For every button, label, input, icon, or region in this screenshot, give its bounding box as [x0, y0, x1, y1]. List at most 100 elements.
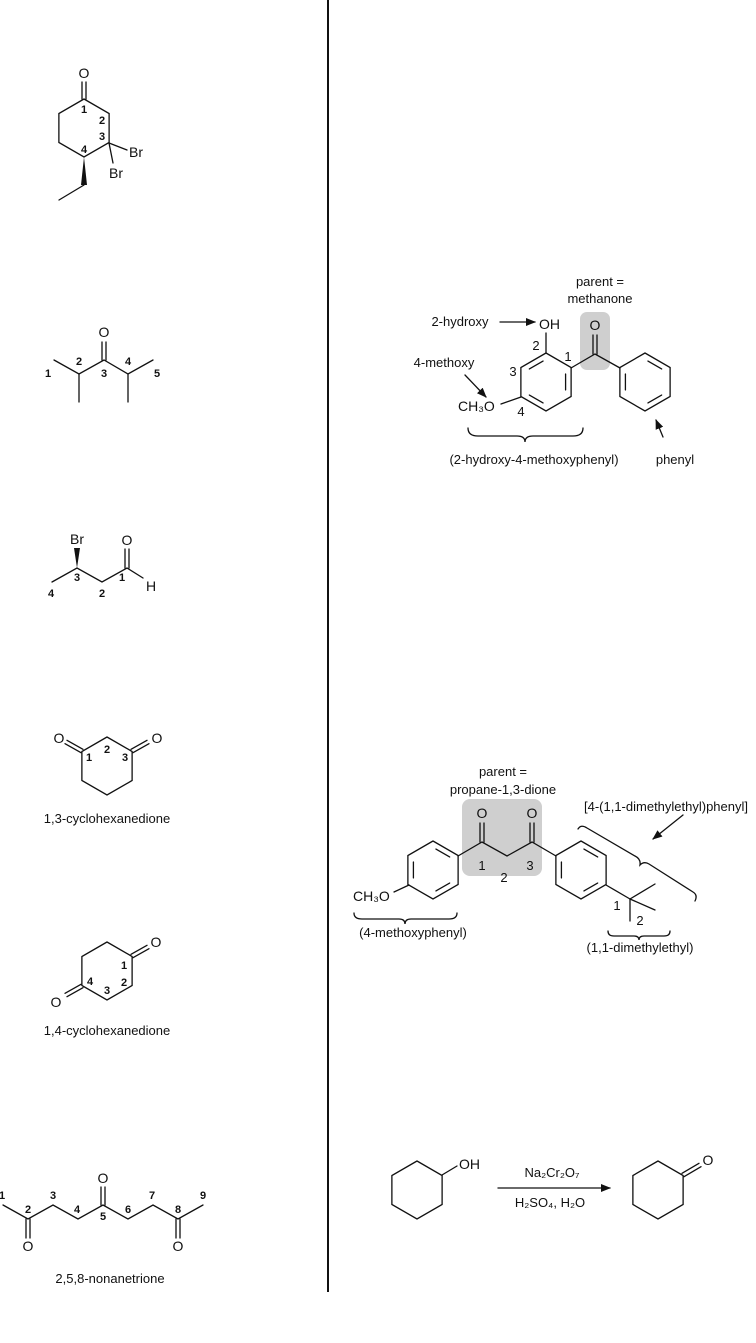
- atom-o: O: [527, 805, 538, 821]
- bond: [393, 884, 410, 893]
- bond: [2, 1204, 204, 1220]
- atom-o: O: [51, 994, 62, 1010]
- locant: 1: [478, 858, 485, 873]
- locant: 4: [48, 588, 55, 600]
- locant: 1: [564, 349, 571, 364]
- locant: 2: [76, 356, 82, 368]
- atom-o: O: [99, 324, 110, 340]
- locant: 5: [100, 1211, 106, 1223]
- parent-label: parent =: [576, 274, 624, 289]
- double-bond: [66, 987, 84, 998]
- aromatic-bond: [528, 394, 544, 404]
- methanone-highlight: [580, 312, 610, 370]
- atom-h: H: [146, 578, 156, 594]
- bond: [500, 396, 522, 405]
- locant: 4: [517, 404, 524, 419]
- atom-o: O: [79, 65, 90, 81]
- locant: 3: [50, 1190, 56, 1202]
- ring: [81, 941, 133, 1001]
- double-bond: [64, 743, 82, 754]
- locant: 2: [121, 977, 127, 989]
- reagent-bottom: H₂SO₄, H₂O: [515, 1195, 585, 1210]
- atom-br: Br: [70, 531, 84, 547]
- aromatic-bond: [583, 882, 599, 892]
- locant: 3: [101, 368, 107, 380]
- double-bond: [681, 1162, 700, 1174]
- arrow: [652, 814, 684, 840]
- locant: 3: [122, 752, 128, 764]
- atom-o: O: [151, 934, 162, 950]
- locant: 2: [99, 588, 105, 600]
- atom-o: O: [98, 1170, 109, 1186]
- bond: [457, 841, 557, 857]
- bond: [108, 142, 128, 151]
- locant: 1: [119, 572, 125, 584]
- aromatic-bond: [647, 360, 663, 370]
- double-bond: [66, 739, 84, 750]
- atom-o: O: [152, 730, 163, 746]
- arrow: [655, 419, 664, 438]
- locant: 8: [175, 1204, 181, 1216]
- methoxy-label: 4-methoxy: [414, 355, 475, 370]
- aromatic-bond: [435, 848, 451, 858]
- locant: 3: [509, 364, 516, 379]
- double-bond: [64, 983, 82, 994]
- ring: [391, 1160, 443, 1220]
- atom-oh: OH: [459, 1156, 480, 1172]
- locant: 1: [86, 752, 92, 764]
- molecule-nonanetrione: O O O 1 2 3 4 5 6 7 8 9 2,5,8-nonanetrio…: [0, 1170, 206, 1286]
- bond: [605, 884, 631, 900]
- atom-o: O: [54, 730, 65, 746]
- aromatic-bond: [435, 882, 451, 892]
- hydroxy-label: 2-hydroxy: [431, 314, 489, 329]
- locant: 9: [200, 1190, 206, 1202]
- wedge-bond: [74, 548, 80, 568]
- wedge-bond: [81, 157, 87, 185]
- atom-o: O: [122, 532, 133, 548]
- bond: [441, 1165, 458, 1176]
- oxidation-reaction: OH Na₂Cr₂O₇ H₂SO₄, H₂O O: [459, 1152, 714, 1210]
- locant: 5: [154, 368, 160, 380]
- phenyl-label: phenyl: [656, 452, 694, 467]
- locant: 1: [45, 368, 51, 380]
- aromatic-bond: [647, 394, 663, 404]
- locant: 2: [532, 338, 539, 353]
- locant: 3: [526, 858, 533, 873]
- double-bond: [130, 739, 148, 750]
- bond: [629, 898, 656, 911]
- locant: 2: [104, 744, 110, 756]
- molecule-bromobutanal: Br O H 1 2 3 4: [48, 531, 156, 600]
- atom-ch3o: CH₃O: [458, 398, 495, 414]
- locant: 2: [99, 115, 105, 127]
- locant: 1: [613, 898, 620, 913]
- locant: 4: [74, 1204, 81, 1216]
- reagent-top: Na₂Cr₂O₇: [524, 1165, 580, 1180]
- ring: [619, 352, 671, 412]
- brace: [577, 825, 697, 902]
- molecule-propanedione-derivative: parent = propane-1,3-dione [4-(1,1-dimet…: [353, 764, 748, 955]
- locant: 4: [87, 976, 94, 988]
- ring: [555, 840, 607, 900]
- parent-label: propane-1,3-dione: [450, 782, 556, 797]
- locant: 2: [25, 1204, 31, 1216]
- atom-o: O: [173, 1238, 184, 1254]
- atom-oh: OH: [539, 316, 560, 332]
- arrow: [464, 374, 487, 398]
- brace: [467, 427, 584, 443]
- bond: [53, 359, 154, 375]
- atom-o: O: [703, 1152, 714, 1168]
- locant: 2: [636, 913, 643, 928]
- brace: [607, 930, 671, 941]
- parent-label: methanone: [567, 291, 632, 306]
- atom-o: O: [23, 1238, 34, 1254]
- bond: [51, 567, 144, 583]
- molecule-diisopropyl-ketone: O 1 2 3 4 5: [45, 324, 160, 380]
- molecule-dibromo-ethylcyclohexanone: O Br Br 1 2 3 4: [79, 65, 144, 181]
- compound-name: 1,3-cyclohexanedione: [44, 811, 170, 826]
- bond: [58, 184, 85, 201]
- bond: [629, 883, 656, 900]
- methoxyphenyl-label: (4-methoxyphenyl): [359, 925, 467, 940]
- double-bond: [130, 944, 148, 955]
- compound-name: 2,5,8-nonanetrione: [55, 1271, 164, 1286]
- molecule-14-cyclohexanedione: O O 1 2 3 4 1,4-cyclohexanedione: [44, 934, 170, 1038]
